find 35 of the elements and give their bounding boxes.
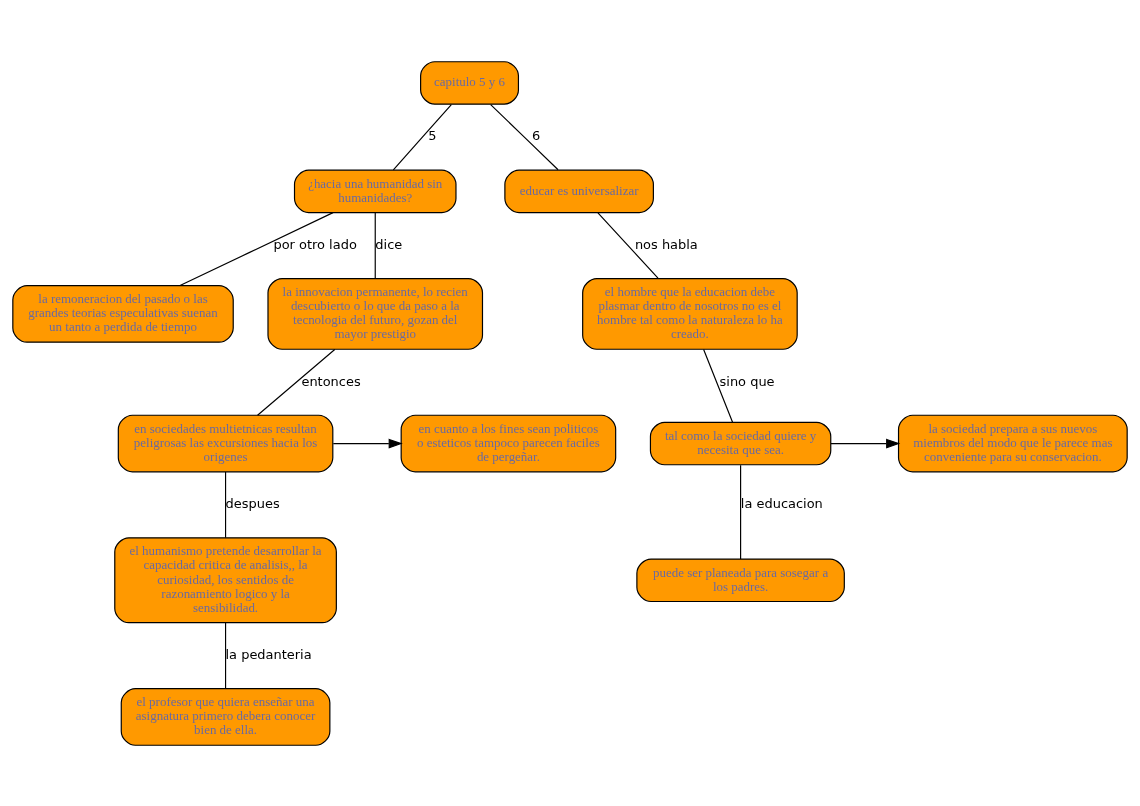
node-box: la remoneracion del pasado o las grandes teorias especulativas suenan un tanto a perdida de tiempo bbox=[12, 284, 234, 343]
edge-label: la pedanteria bbox=[225, 646, 312, 662]
connector bbox=[490, 103, 559, 170]
arrow bbox=[332, 438, 403, 449]
node-box: la innovacion permanente, lo recien descubierto o lo que da paso a la tecnologia del futuro, gozan del mayor prestigio bbox=[267, 277, 484, 350]
edge-label: entonces bbox=[301, 373, 361, 389]
node-box: el hombre que la educacion debe plasmar dentro de nosotros no es el hombre tal como la naturaleza lo ha creado. bbox=[582, 277, 798, 350]
edge-label: por otro lado bbox=[273, 236, 357, 252]
edge-label: dice bbox=[375, 236, 403, 252]
node-box: el profesor que quiera enseñar una asignatura primero debera conocer bien de ella. bbox=[120, 687, 331, 746]
edge-label: 5 bbox=[428, 127, 437, 143]
edge-label: 6 bbox=[531, 127, 541, 143]
edge-label: nos habla bbox=[634, 236, 698, 252]
connector bbox=[374, 211, 376, 279]
connector bbox=[224, 621, 227, 689]
node-box: tal como la sociedad quiere y necesita que sea. bbox=[649, 421, 832, 465]
connector bbox=[179, 211, 334, 286]
node-box: el humanismo pretende desarrollar la capacidad critica de analisis,, la curiosidad, los sentidos de razonamiento logico y la sensibilidad. bbox=[114, 536, 337, 623]
connector bbox=[740, 464, 742, 560]
connector bbox=[392, 103, 452, 170]
node-box: educar es universalizar bbox=[504, 169, 654, 213]
connector bbox=[703, 348, 734, 423]
node-box: ¿hacia una humanidad sin humanidades? bbox=[293, 169, 457, 213]
node-box: puede ser planeada para sosegar a los padres. bbox=[636, 558, 845, 602]
node-box: capitulo 5 y 6 bbox=[420, 60, 520, 105]
node-box: en cuanto a los fines sean politicos o esteticos tampoco parecen faciles de pergeñar. bbox=[400, 414, 617, 472]
node-box: la sociedad prepara a sus nuevos miembros del modo que le parece mas conveniente para su conservacion. bbox=[897, 414, 1128, 472]
arrow bbox=[830, 438, 901, 449]
edge-label: sino que bbox=[719, 373, 775, 389]
connector bbox=[597, 211, 659, 279]
edge-label: despues bbox=[225, 495, 280, 511]
connector bbox=[224, 470, 227, 538]
node-box: en sociedades multietnicas resultan peligrosas las excursiones hacia los origenes bbox=[117, 414, 334, 472]
edge-label: la educacion bbox=[740, 495, 823, 511]
connector bbox=[256, 348, 336, 416]
